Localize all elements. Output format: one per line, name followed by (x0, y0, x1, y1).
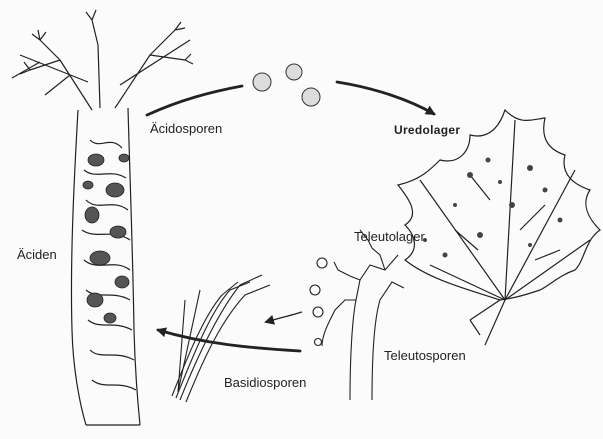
label-aecidia: Äciden (17, 247, 57, 262)
teliospore-structure (310, 230, 404, 400)
pine-trunk-illustration (12, 10, 193, 425)
label-uredinia: Uredolager (394, 123, 460, 137)
arrow-aecidia-to-spores (147, 86, 242, 115)
aecidiospore-circles (253, 64, 320, 106)
aecidia-clusters (83, 154, 129, 323)
label-aecidiospores: Äcidosporen (150, 121, 222, 136)
label-telia: Teleutolager (354, 229, 425, 244)
arrow-spores-to-leaf (337, 82, 434, 114)
arrow-basidiospore-release (266, 312, 302, 322)
label-basidiospores: Basidiosporen (224, 375, 306, 390)
currant-leaf-illustration (398, 110, 600, 345)
spore-release-arrows (266, 312, 302, 322)
uredinia-spots (423, 158, 563, 258)
label-teliospores: Teleutosporen (384, 348, 466, 363)
arrow-teliospores-to-needles (158, 330, 300, 351)
